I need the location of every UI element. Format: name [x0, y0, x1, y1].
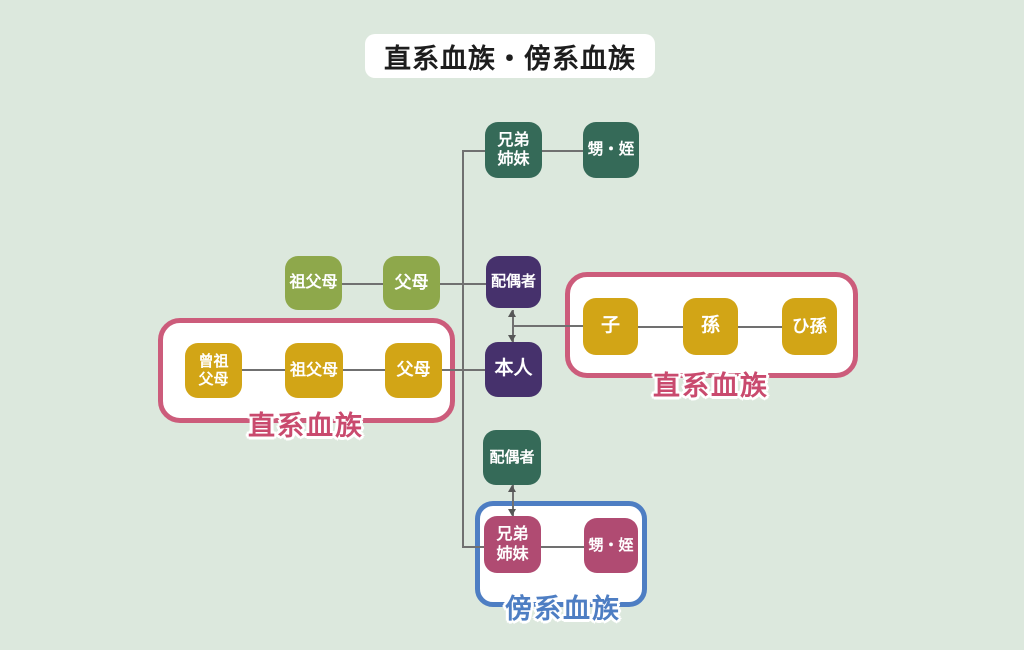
node-great-grandparents: 曾祖 父母	[185, 343, 242, 398]
node-great-grandchild: ひ孫	[782, 298, 837, 355]
connector-spouse-self	[512, 310, 514, 342]
node-siblings-bottom: 兄弟 姉妹	[484, 516, 541, 573]
node-child: 子	[583, 298, 638, 355]
label-direct-lineage-left: 直系血族	[248, 411, 364, 441]
node-siblings-top: 兄弟 姉妹	[485, 122, 542, 178]
connector-sibling-nephew-top	[542, 150, 583, 152]
connector-parents-spouse-top	[440, 283, 486, 285]
label-direct-lineage-right: 直系血族	[653, 371, 769, 401]
arrow-down-icon	[508, 335, 516, 342]
node-spouse-parents: 父母	[383, 256, 440, 310]
node-self: 本人	[485, 342, 542, 397]
connector-spine-sibling-top	[462, 150, 485, 152]
connector-parents-self	[442, 369, 485, 371]
node-nephew-niece-top: 甥・姪	[583, 122, 639, 178]
node-sibling-spouse: 配偶者	[483, 430, 541, 485]
arrow-up-icon	[508, 310, 516, 317]
connector-spouse-sibling-bottom	[512, 485, 514, 516]
node-grandchild: 孫	[683, 298, 738, 355]
node-spouse-top: 配偶者	[486, 256, 541, 308]
connector-sibling-nephew-bottom	[541, 546, 584, 548]
connector-grandparents-parents-yellow	[343, 369, 385, 371]
connector-grandchild-ggc	[738, 326, 782, 328]
node-parents: 父母	[385, 343, 442, 398]
diagram-title-box: 直系血族・傍系血族	[365, 34, 655, 78]
connector-self-child	[513, 325, 583, 327]
label-collateral-lineage: 傍系血族	[505, 594, 621, 624]
connector-spine-sibling-bottom	[462, 546, 484, 548]
node-nephew-niece-bottom: 甥・姪	[584, 518, 638, 573]
arrow-down-icon	[508, 509, 516, 516]
diagram-title: 直系血族・傍系血族	[384, 43, 636, 74]
node-grandparents: 祖父母	[285, 343, 343, 398]
connector-grandparents-parents-olive	[342, 283, 383, 285]
node-spouse-grandparents: 祖父母	[285, 256, 342, 310]
connector-ggp-grandparents	[242, 369, 285, 371]
arrow-up-icon	[508, 485, 516, 492]
connector-child-grandchild	[638, 326, 683, 328]
connector-spine	[462, 150, 464, 546]
